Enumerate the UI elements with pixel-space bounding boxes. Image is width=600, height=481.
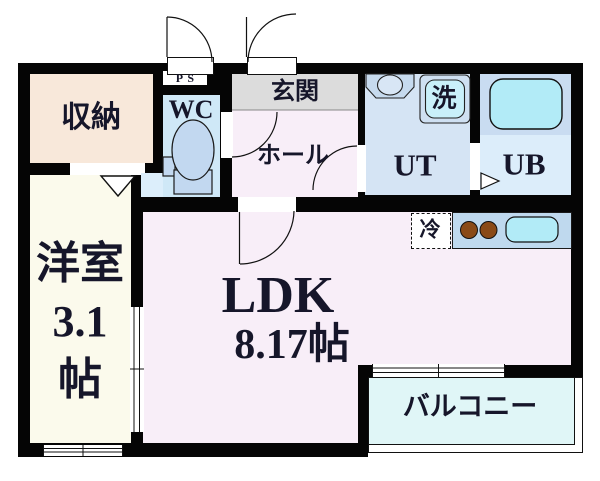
- partition-sliding-door-icon: [130, 307, 144, 432]
- kitchen-sink-icon: [505, 216, 559, 243]
- room-storage: [30, 74, 153, 163]
- toilet-icon: [162, 119, 215, 195]
- western-room-label: 洋室 3.1 帖: [36, 235, 124, 409]
- western-room-unit: 帖: [58, 355, 102, 404]
- utility-label: UT: [393, 147, 437, 183]
- storage-label: 収納: [61, 101, 121, 134]
- room-western: [30, 175, 131, 443]
- bathtub-icon: [489, 78, 563, 130]
- western-room-size: 3.1: [52, 297, 108, 346]
- wc-door-icon: [221, 111, 278, 158]
- bath-door-icon: [470, 143, 501, 190]
- balcony-label: バルコニー: [402, 391, 538, 422]
- ps-door-swing-icon: [166, 16, 213, 63]
- ps-door-panel: [167, 57, 214, 75]
- utility-door-icon: [312, 145, 366, 192]
- entrance-door-swing-icon: [245, 13, 297, 63]
- washbasin-icon: [365, 73, 415, 99]
- entrance-door-panel: [247, 57, 297, 75]
- washer-label: 洗: [431, 85, 457, 113]
- balcony-window-icon: [372, 364, 505, 377]
- fridge-label: 冷: [419, 217, 441, 242]
- ldk-size-label: 8.17帖: [234, 322, 350, 368]
- room-ldk-lower: [143, 365, 358, 443]
- western-window-icon: [43, 445, 123, 456]
- room-balcony: [368, 377, 575, 445]
- washing-machine-icon: [419, 74, 471, 124]
- ps-label: PS: [175, 71, 199, 85]
- closet-door-arrow-icon: [99, 175, 137, 198]
- right-outer-wall: [571, 63, 583, 377]
- room-bath-lower: [480, 135, 571, 195]
- ldk-door-icon: [238, 197, 296, 265]
- ldk-label: LDK: [221, 267, 335, 324]
- room-entrance: [232, 74, 358, 110]
- western-room-name: 洋室: [36, 239, 124, 288]
- bath-label: UB: [502, 146, 546, 182]
- entrance-label: 玄関: [271, 79, 319, 105]
- room-hall: [232, 110, 358, 197]
- hall-label: ホール: [257, 143, 329, 169]
- refrigerator-box: [411, 213, 451, 249]
- closet-door-opening: [70, 163, 145, 175]
- wc-floor-notch: [141, 173, 163, 197]
- stove-burners-icon: [460, 221, 498, 239]
- wc-label: WC: [168, 95, 214, 124]
